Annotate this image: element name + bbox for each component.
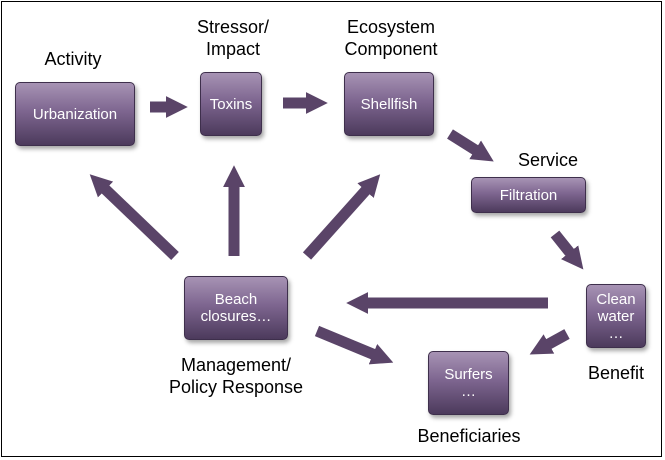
node-shellfish: Shellfish — [344, 72, 434, 136]
node-surfers: Surfers … — [428, 351, 509, 415]
label-benefit: Benefit — [587, 363, 645, 383]
node-toxins: Toxins — [200, 72, 262, 136]
label-ecosystem-component: Ecosystem Component — [344, 17, 438, 59]
label-stressor-impact: Stressor/ Impact — [196, 17, 270, 59]
node-clean-water: Clean water … — [586, 284, 646, 348]
node-beach-closures: Beach closures… — [184, 276, 288, 340]
node-filtration: Filtration — [471, 177, 586, 213]
label-beneficiaries: Beneficiaries — [417, 426, 521, 446]
arrow-beach-to-shellfish — [302, 174, 381, 260]
arrow-beach-to-urbanization — [89, 174, 179, 260]
arrow-shellfish-to-filtration — [447, 129, 494, 162]
arrow-filtration-to-clean-water — [550, 230, 584, 270]
label-activity: Activity — [44, 49, 102, 69]
label-service: Service — [517, 150, 579, 170]
arrow-beach-to-surfers — [314, 325, 394, 365]
arrow-clean-water-to-surfers — [529, 329, 570, 355]
node-urbanization: Urbanization — [15, 82, 135, 146]
label-management-policy-response: Management/ Policy Response — [168, 355, 304, 397]
